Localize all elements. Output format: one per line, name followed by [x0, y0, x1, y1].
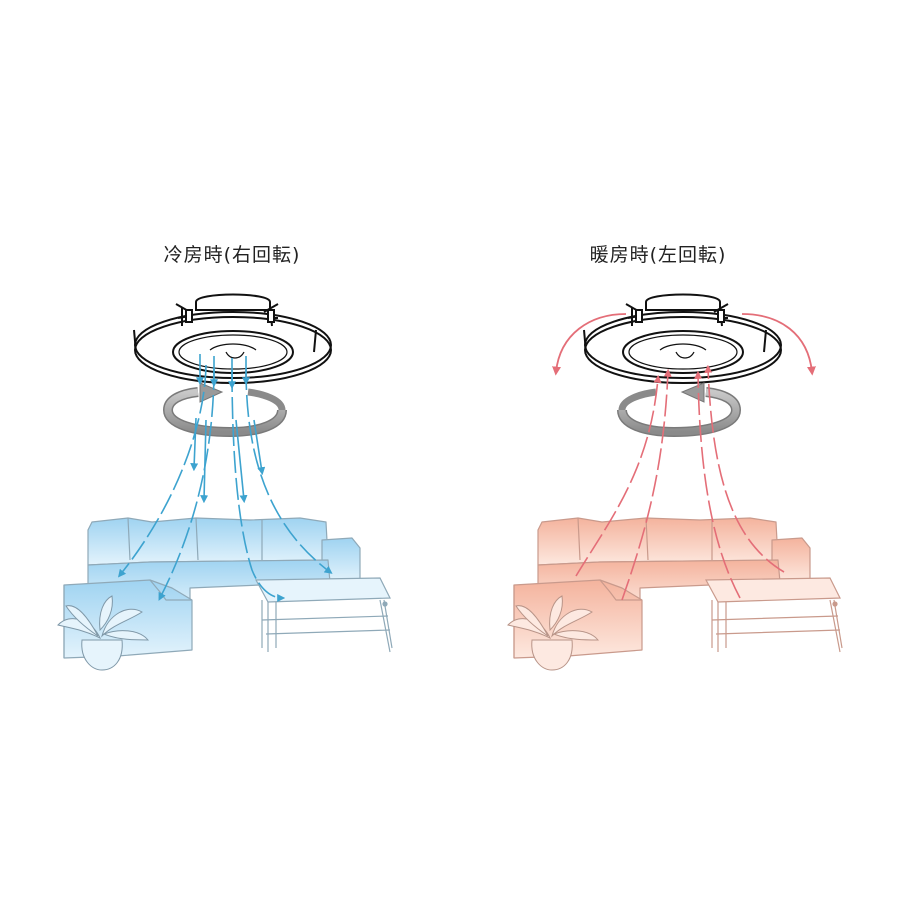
- cooling-title: 冷房時(右回転): [163, 244, 301, 266]
- cooling-panel: [57, 293, 393, 671]
- coffee-table-icon: [254, 577, 393, 653]
- potted-plant-icon: [57, 595, 150, 671]
- cooling-airflow-arrows: [118, 364, 333, 602]
- heating-side-arrows: [552, 313, 816, 376]
- heating-panel: [507, 293, 843, 671]
- ceiling-fan-icon: [583, 293, 782, 384]
- potted-plant-icon: [507, 595, 600, 671]
- rotation-arrow-icon: [617, 382, 742, 438]
- rotation-arrow-icon: [162, 382, 287, 438]
- heating-airflow-arrows: [575, 364, 785, 601]
- coffee-table-icon: [704, 577, 843, 653]
- heating-title: 暖房時(左回転): [589, 244, 727, 266]
- cooling-airflow-arrows-top: [190, 354, 266, 504]
